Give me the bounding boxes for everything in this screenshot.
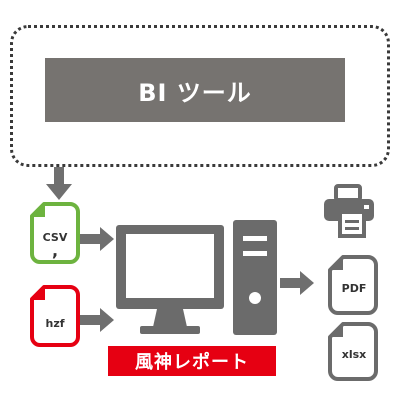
bi-tool-frame — [10, 25, 390, 167]
bi-tool-label: BI ツール — [138, 78, 252, 107]
printer-icon — [324, 184, 374, 238]
monitor-icon — [116, 225, 224, 334]
csv-file-mark: , — [52, 241, 58, 260]
pdf-file-label: PDF — [342, 282, 367, 295]
bi-tool-box: BI ツール — [45, 58, 345, 122]
report-tool-text: 風神レポート — [135, 352, 249, 373]
report-tool-label: 風神レポート — [108, 346, 276, 376]
hzf-file-icon: hzf — [30, 285, 80, 347]
csv-file-label: CSV — [43, 231, 68, 244]
arrow-right-icon — [80, 308, 114, 332]
xlsx-file-label: xlsx — [342, 348, 367, 361]
pc-tower-icon — [233, 220, 277, 335]
csv-file-icon: CSV , — [30, 202, 80, 264]
arrow-right-icon — [80, 227, 114, 251]
pdf-file-icon: PDF — [328, 255, 378, 315]
arrow-down-icon — [46, 167, 72, 200]
xlsx-file-icon: xlsx — [328, 322, 378, 381]
hzf-file-label: hzf — [45, 317, 64, 330]
arrow-right-icon — [280, 271, 314, 295]
